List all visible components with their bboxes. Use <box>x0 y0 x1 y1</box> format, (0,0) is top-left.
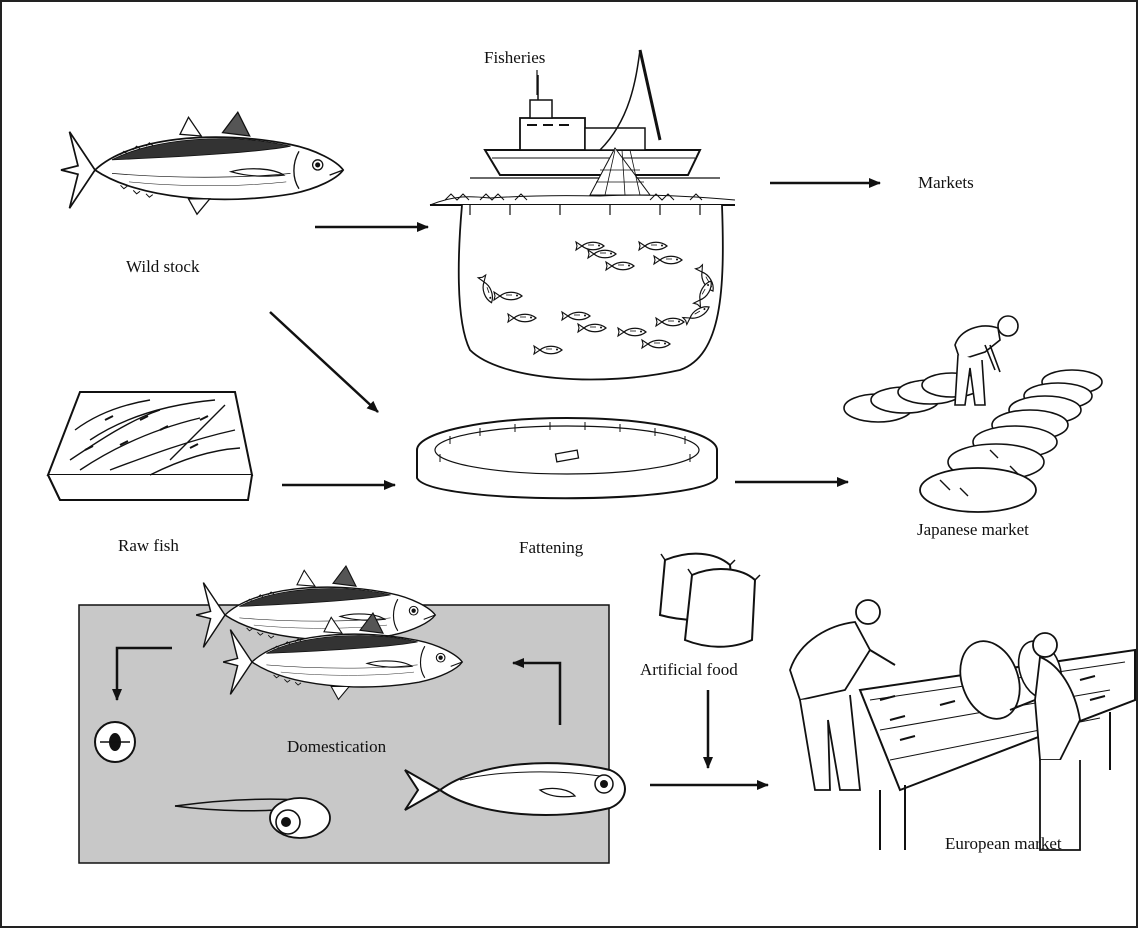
label-domestication: Domestication <box>287 737 386 757</box>
wild-tuna-icon <box>61 112 343 214</box>
label-artificial-food: Artificial food <box>640 660 738 680</box>
purse-seine-net-icon <box>430 194 735 380</box>
egg-icon <box>95 722 135 762</box>
japanese-market-icon <box>844 316 1102 512</box>
label-wild-stock: Wild stock <box>126 257 199 277</box>
fish-crate-icon <box>48 392 252 500</box>
label-european-market: European market <box>945 834 1062 854</box>
fishing-boat-icon <box>470 50 720 195</box>
food-sack-icon <box>660 554 760 647</box>
arrow-wild-to-fattening <box>270 312 378 412</box>
label-fattening: Fattening <box>519 538 583 558</box>
label-fisheries: Fisheries <box>484 48 545 68</box>
label-markets: Markets <box>918 173 974 193</box>
fish-market-stall-icon <box>790 600 1135 850</box>
fattening-cage-icon <box>417 418 717 498</box>
label-raw-fish: Raw fish <box>118 536 179 556</box>
label-japanese-market: Japanese market <box>917 520 1029 540</box>
